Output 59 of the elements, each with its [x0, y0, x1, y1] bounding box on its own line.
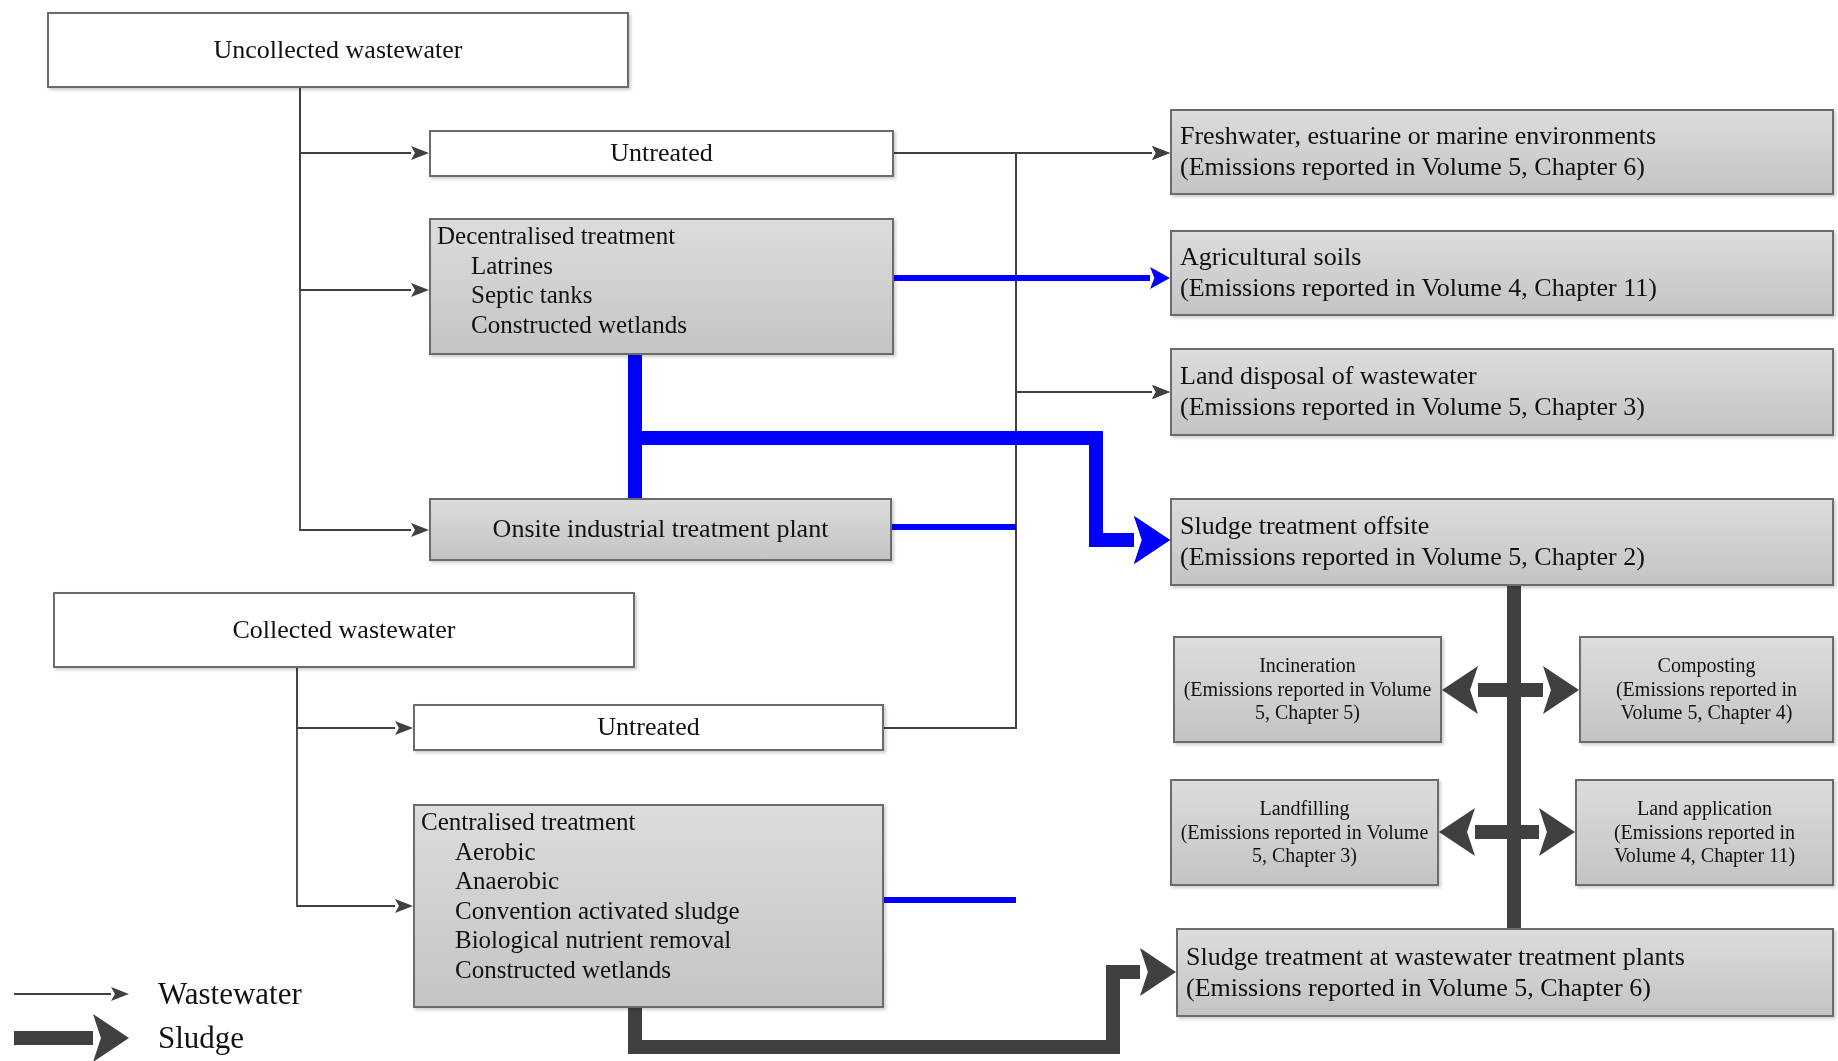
box-title: Sludge treatment offsite — [1180, 511, 1430, 542]
box-note: (Emissions reported in Volume 5, Chapter 4) — [1614, 677, 1799, 725]
box-title: Agricultural soils — [1180, 242, 1362, 273]
connector-line — [1507, 586, 1521, 928]
connector-line — [884, 897, 1016, 903]
list-item: Constructed wetlands — [470, 309, 687, 339]
box-title: Collected wastewater — [232, 614, 456, 646]
process-box — [1173, 636, 1442, 743]
arrow — [296, 667, 413, 913]
arrow — [628, 948, 1176, 1054]
legend-label: Sludge — [158, 1022, 245, 1053]
double-arrow — [1442, 666, 1579, 714]
list-item: Biological nutrient removal — [454, 925, 732, 955]
process-box — [429, 218, 894, 355]
process-box — [413, 804, 884, 1008]
box-note: (Emissions reported in Volume 5, Chapter 6) — [1186, 972, 1651, 1004]
list-item: Septic tanks — [470, 280, 593, 310]
process-box — [47, 12, 629, 88]
list-item: Latrines — [470, 250, 553, 280]
process-box — [1170, 498, 1834, 586]
box-note: (Emissions reported in Volume 4, Chapter 11) — [1180, 273, 1657, 304]
process-box — [1170, 348, 1834, 436]
box-note: (Emissions reported in Volume 5, Chapter 2) — [1180, 542, 1645, 573]
box-title: Incineration — [1259, 654, 1356, 678]
arrow — [894, 267, 1170, 289]
process-box — [1170, 230, 1834, 316]
process-box — [1575, 779, 1834, 886]
box-note: (Emissions reported in Volume 5, Chapter 6) — [1180, 152, 1645, 183]
legend-label: Wastewater — [158, 978, 302, 1009]
list-item: Anaerobic — [454, 866, 560, 896]
process-box — [1170, 109, 1834, 195]
box-heading: Centralised treatment — [421, 807, 636, 837]
process-box — [1579, 636, 1834, 743]
box-note: (Emissions reported in Volume 5, Chapter 5) — [1183, 677, 1432, 725]
list-item: Aerobic — [454, 836, 536, 866]
box-note: (Emissions reported in Volume 4, Chapter 11) — [1612, 820, 1797, 868]
process-box — [413, 704, 884, 751]
box-title: Untreated — [597, 712, 700, 743]
process-box — [1176, 928, 1834, 1017]
process-box — [53, 592, 635, 668]
double-arrow — [1439, 808, 1575, 856]
box-note: (Emissions reported in Volume 5, Chapter 3) — [1180, 392, 1645, 423]
box-title: Landfilling — [1259, 797, 1350, 821]
box-heading: Decentralised treatment — [437, 221, 676, 251]
process-box — [429, 498, 892, 561]
box-title: Onsite industrial treatment plant — [492, 514, 829, 545]
box-note: (Emissions reported in Volume 5, Chapter 3) — [1180, 820, 1429, 868]
process-box — [429, 130, 894, 177]
box-title: Freshwater, estuarine or marine environments — [1180, 121, 1657, 152]
list-item: Convention activated sludge — [454, 895, 740, 925]
box-title: Uncollected wastewater — [213, 34, 463, 66]
box-title: Land application — [1637, 797, 1772, 821]
box-title: Untreated — [610, 138, 713, 169]
box-title: Land disposal of wastewater — [1180, 361, 1477, 392]
process-box — [1170, 779, 1439, 886]
box-title: Sludge treatment at wastewater treatment plants — [1186, 941, 1685, 973]
box-title: Composting — [1657, 654, 1756, 678]
connector-line — [892, 524, 1016, 530]
list-item: Constructed wetlands — [454, 954, 671, 984]
